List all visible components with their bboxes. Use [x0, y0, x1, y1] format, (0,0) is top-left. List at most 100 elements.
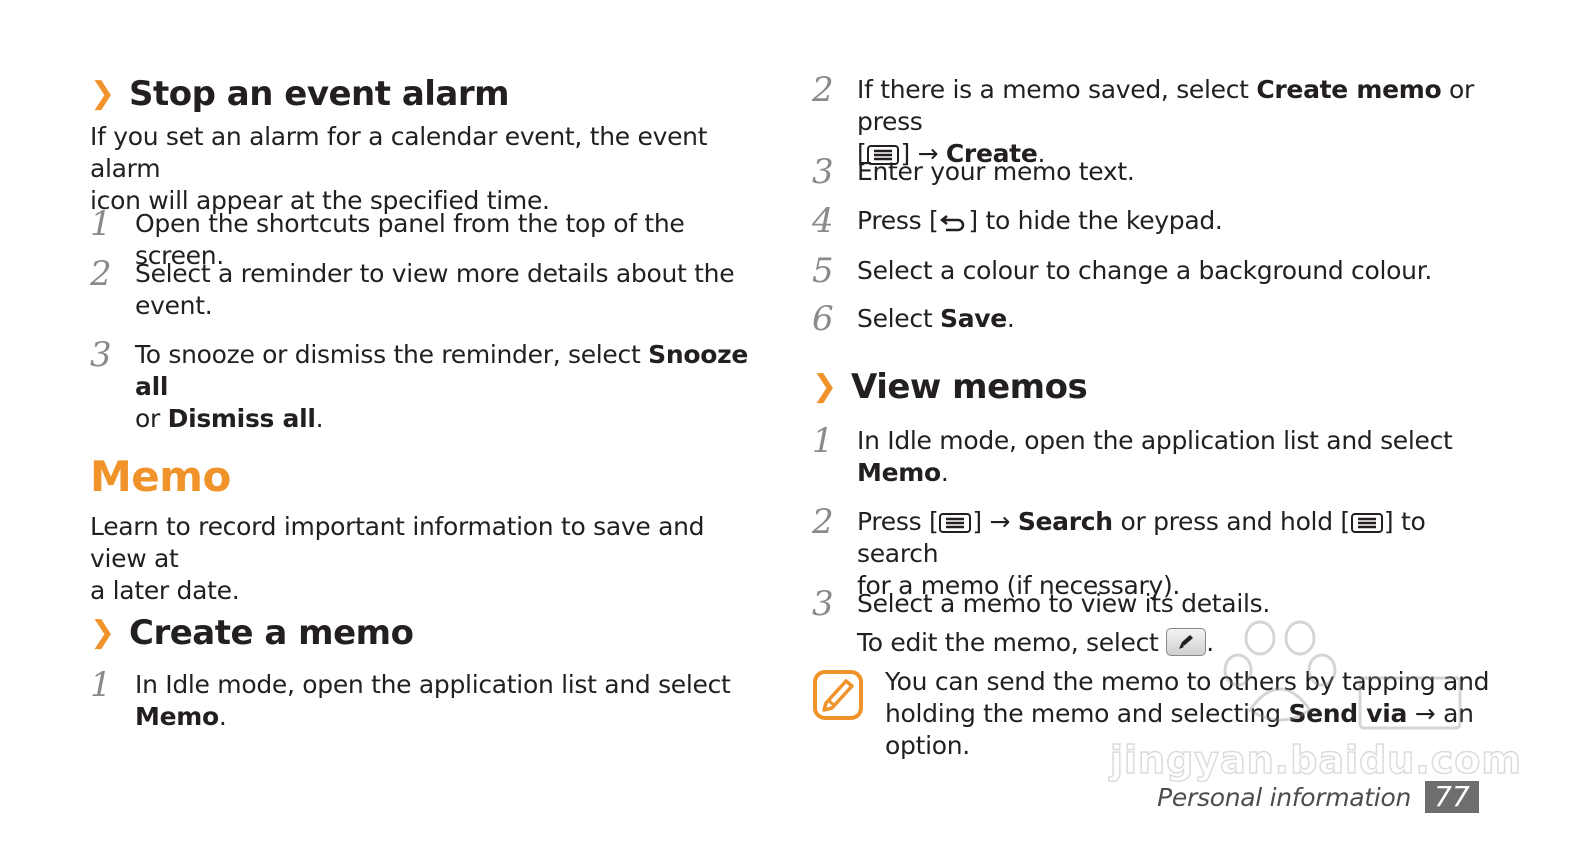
page-footer: Personal information 77 [1157, 781, 1479, 813]
step-item: 4 Press [ ] to hide the keypad. [812, 201, 1223, 241]
text-run: If there is a memo saved, select [857, 75, 1257, 104]
ui-label-save: Save [939, 304, 1007, 333]
text-run: or press and hold [ [1112, 507, 1350, 536]
text-run: [ [857, 139, 867, 168]
ui-label-memo: Memo [857, 458, 941, 487]
text-run: ] → [972, 507, 1018, 536]
step-text: Select a memo to view its details. To ed… [857, 588, 1270, 659]
step-text: If there is a memo saved, select Create … [857, 74, 1492, 170]
text-run: . [940, 458, 949, 487]
step-number: 1 [90, 665, 112, 705]
ui-label-snooze-all: Snooze all [135, 340, 748, 401]
step-item: 1 In Idle mode, open the application lis… [812, 421, 1453, 489]
step-number: 6 [812, 299, 834, 339]
stop-alarm-intro: If you set an alarm for a calendar event… [90, 121, 750, 217]
section-title: View memos [851, 367, 1088, 407]
intro-line: Learn to record important information to… [90, 512, 705, 573]
back-key-icon [940, 215, 965, 232]
step-text: In Idle mode, open the application list … [135, 669, 731, 733]
step-number: 1 [90, 204, 112, 244]
step-line: Select a reminder to view more details a… [135, 259, 735, 288]
text-run: → an [1407, 699, 1474, 728]
step-line: [ ] → Create. [857, 138, 1492, 170]
ui-label-memo: Memo [135, 702, 219, 731]
step-item: 2 If there is a memo saved, select Creat… [812, 70, 1492, 170]
step-number: 4 [812, 201, 834, 241]
step-line: To edit the memo, select . [857, 627, 1270, 659]
step-number: 3 [812, 584, 834, 624]
step-text: Select Save. [857, 303, 1015, 335]
note-line: You can send the memo to others by tappi… [885, 667, 1490, 696]
section-title: Create a memo [129, 613, 414, 653]
step-item: 1 Open the shortcuts panel from the top … [90, 204, 750, 272]
text-run: . [1206, 628, 1214, 657]
text-run: . [1037, 139, 1046, 168]
text-run: . [315, 404, 324, 433]
step-line: In Idle mode, open the application list … [135, 670, 731, 699]
step-item: 3 Enter your memo text. [812, 152, 1135, 192]
footer-section-label: Personal information [1157, 782, 1411, 812]
text-run: ] → [900, 139, 946, 168]
text-run: ] to search [857, 507, 1426, 568]
step-item: 3 Select a memo to view its details. To … [812, 584, 1270, 659]
text-run: . [218, 702, 227, 731]
step-line: Memo. [857, 457, 1453, 489]
menu-key-icon [867, 145, 900, 165]
step-line: or Dismiss all. [135, 403, 750, 435]
pencil-icon [1166, 628, 1207, 656]
ui-label-create-memo: Create memo [1256, 75, 1442, 104]
text-run: To snooze or dismiss the reminder, selec… [135, 340, 649, 369]
ui-label-dismiss-all: Dismiss all [167, 404, 316, 433]
step-line: To snooze or dismiss the reminder, selec… [135, 339, 750, 403]
section-header-view-memos: ❯ View memos [812, 367, 1088, 407]
note-line: holding the memo and selecting Send via … [885, 698, 1489, 730]
step-text: Select a reminder to view more details a… [135, 258, 735, 322]
step-line: Select a memo to view its details. [857, 589, 1270, 618]
intro-line: a later date. [90, 576, 240, 605]
step-line: for a memo (if necessary). [857, 571, 1181, 600]
step-line: Memo. [135, 701, 731, 733]
text-run: or [135, 404, 168, 433]
step-text: Select a colour to change a background c… [857, 256, 1433, 285]
page-number: 77 [1425, 781, 1479, 813]
step-line: event. [135, 291, 213, 320]
step-text: To snooze or dismiss the reminder, selec… [135, 339, 750, 435]
step-number: 2 [90, 254, 112, 294]
text-run: or press [857, 75, 1475, 136]
step-line: If there is a memo saved, select Create … [857, 74, 1492, 138]
note-line: option. [885, 731, 970, 760]
step-number: 1 [812, 421, 834, 461]
step-line: In Idle mode, open the application list … [857, 426, 1453, 455]
memo-intro: Learn to record important information to… [90, 511, 750, 607]
chevron-icon: ❯ [90, 615, 116, 650]
step-item: 2 Press [] → Search or press and hold []… [812, 502, 1492, 602]
note-text: You can send the memo to others by tappi… [885, 666, 1490, 762]
step-text: Enter your memo text. [857, 157, 1135, 186]
text-run: Press [ [857, 507, 939, 536]
step-number: 3 [90, 335, 112, 375]
step-line: Press [] → Search or press and hold [] t… [857, 506, 1492, 570]
step-item: 5 Select a colour to change a background… [812, 254, 1433, 288]
menu-key-icon [1350, 513, 1383, 533]
text-run: ] to hide the keypad. [968, 206, 1223, 235]
step-text: Open the shortcuts panel from the top of… [135, 209, 685, 270]
text-run: Select [857, 304, 940, 333]
step-text: In Idle mode, open the application list … [857, 425, 1453, 489]
step-text: Press [] → Search or press and hold [] t… [857, 506, 1492, 602]
step-number: 2 [812, 70, 834, 110]
text-run: holding the memo and selecting [885, 699, 1289, 728]
step-number: 3 [812, 152, 834, 192]
step-text: Press [ ] to hide the keypad. [857, 205, 1223, 237]
ui-label-send-via: Send via [1288, 699, 1408, 728]
intro-line: If you set an alarm for a calendar event… [90, 122, 708, 183]
text-run: Press [ [857, 206, 939, 235]
note-callout: You can send the memo to others by tappi… [812, 666, 1490, 762]
chevron-icon: ❯ [812, 369, 838, 404]
step-item: 6 Select Save. [812, 299, 1015, 339]
chevron-icon: ❯ [90, 76, 116, 111]
step-number: 2 [812, 502, 834, 542]
menu-key-icon [939, 513, 972, 533]
step-item: 2 Select a reminder to view more details… [90, 254, 735, 322]
text-run: To edit the memo, select [857, 628, 1167, 657]
ui-label-create: Create [945, 139, 1038, 168]
